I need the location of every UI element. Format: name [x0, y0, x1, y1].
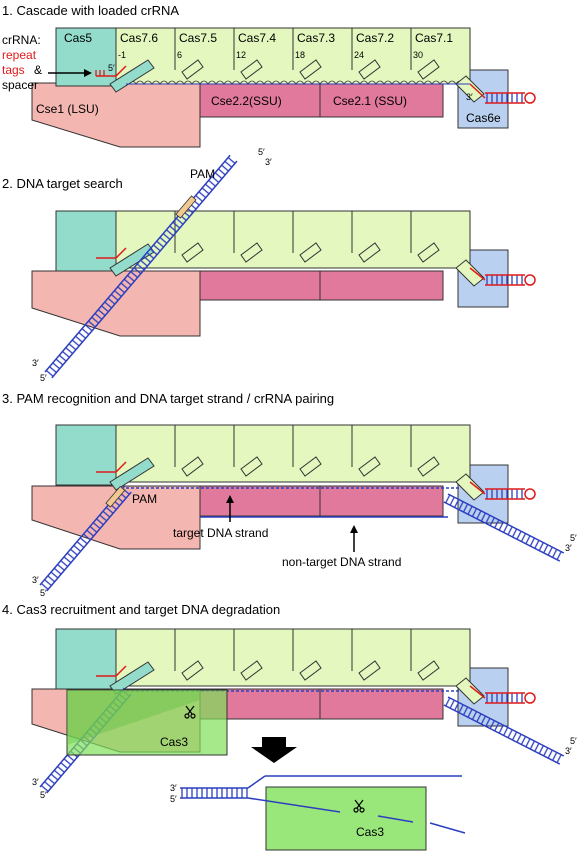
- cas7-thumbs: [181, 242, 485, 287]
- ssu-1-label: Cse2.1 (SSU): [333, 94, 407, 108]
- pam-label: PAM: [132, 492, 157, 506]
- ssu-2-protein: [199, 485, 321, 517]
- position-label: 30: [413, 50, 423, 60]
- crrna-label: crRNA:: [2, 33, 41, 47]
- ssu-2-label: Cse2.2(SSU): [211, 94, 282, 108]
- five-prime-label: 5′: [108, 63, 115, 73]
- cas7-backbone: [115, 628, 471, 687]
- cas7-thumbs: [181, 456, 485, 501]
- cas5-protein: [55, 628, 117, 690]
- panel-3-heading: 3. PAM recognition and DNA target strand…: [2, 391, 334, 406]
- cas5-arm: [109, 59, 155, 93]
- cas3-shadow: [67, 690, 200, 745]
- cas7-2-label: Cas7.2: [356, 31, 394, 45]
- five-prime-label: 5′: [570, 533, 577, 543]
- tags-label: tags: [2, 63, 25, 77]
- five-prime-label: 5′: [258, 147, 265, 157]
- cas7-backbone: [115, 27, 473, 85]
- target-dna-strand: [126, 487, 460, 518]
- five-prime-label: 5′: [570, 736, 577, 746]
- three-prime-label: 3′: [565, 543, 572, 553]
- panel-1: 1. Cascade with loaded crRNA Cse1 (LSU) …: [2, 3, 536, 148]
- position-label: 24: [354, 50, 364, 60]
- ssu-2-protein: [199, 82, 321, 118]
- nontarget-strand-label: non-target DNA strand: [282, 555, 401, 569]
- target-strand-label: target DNA strand: [173, 526, 268, 540]
- amp-label: &: [34, 63, 42, 77]
- cas5-label: Cas5: [64, 31, 92, 45]
- target-arrowhead: [226, 495, 234, 503]
- position-label: 12: [236, 50, 246, 60]
- crrna-strand: [96, 461, 536, 500]
- panel-3: 3. PAM recognition and DNA target strand…: [2, 391, 577, 598]
- ssu-2-protein: [199, 270, 321, 301]
- spacer-label: spacer: [2, 78, 38, 92]
- cas7-backbone: [115, 424, 471, 483]
- cas6e-label: Cas6e: [466, 111, 501, 125]
- cas7-thumbs: [181, 660, 485, 705]
- dna-duplex-right: [443, 696, 565, 765]
- cas7-5-label: Cas7.5: [179, 31, 217, 45]
- cas7-thumbs: [181, 59, 485, 103]
- five-prime-label: 5′: [40, 790, 47, 800]
- panel-1-heading: 1. Cascade with loaded crRNA: [2, 3, 179, 18]
- cas3-protein: [66, 689, 228, 756]
- ssu-1-protein: [319, 82, 444, 118]
- position-label: -1: [118, 50, 126, 60]
- cas3-detail-label: Cas3: [356, 825, 384, 839]
- five-prime-label: 5′: [40, 588, 47, 598]
- ssu-1-protein: [319, 270, 444, 301]
- three-prime-label: 3′: [265, 157, 272, 167]
- three-prime-label: 3′: [32, 358, 39, 368]
- lsu-protein: [31, 485, 201, 550]
- lsu-label: Cse1 (LSU): [36, 102, 99, 116]
- cas7-4-label: Cas7.4: [238, 31, 276, 45]
- panel-4: 4. Cas3 recruitment and target DNA degra…: [2, 602, 577, 851]
- pam-label: PAM: [190, 167, 215, 181]
- ssu-1-protein: [319, 485, 444, 517]
- cas7-3-label: Cas7.3: [297, 31, 335, 45]
- pointer-arrowhead: [84, 69, 92, 77]
- cas5-protein: [55, 210, 117, 272]
- three-prime-label: 3′: [170, 783, 177, 793]
- panel-2-heading: 2. DNA target search: [2, 176, 123, 191]
- three-prime-label: 3′: [32, 575, 39, 585]
- cas5-protein: [55, 424, 117, 486]
- five-prime-label: 5′: [170, 794, 177, 804]
- panel-4-heading: 4. Cas3 recruitment and target DNA degra…: [2, 602, 280, 617]
- three-prime-label: 3′: [32, 777, 39, 787]
- ssu-1-protein: [319, 688, 444, 720]
- repeat-label: repeat: [2, 48, 37, 62]
- nontarget-arrowhead: [350, 525, 358, 533]
- three-prime-label: 3′: [565, 746, 572, 756]
- three-prime-label: 3′: [466, 92, 473, 102]
- panel-2: 2. DNA target search: [2, 147, 536, 383]
- cas7-6-label: Cas7.6: [120, 31, 158, 45]
- dna-duplex-left: [39, 485, 132, 592]
- position-label: 18: [295, 50, 305, 60]
- five-prime-label: 5′: [40, 373, 47, 383]
- dna-duplex-right: [443, 493, 565, 562]
- crrna-strand: [96, 247, 536, 286]
- cas7-1-label: Cas7.1: [415, 31, 453, 45]
- scissors-icon: [184, 705, 196, 719]
- degradation-detail: [180, 775, 466, 851]
- cas5-arm: [109, 457, 155, 491]
- cas3-label: Cas3: [160, 735, 188, 749]
- scissors-icon: [353, 799, 365, 813]
- position-label: 6: [177, 50, 182, 60]
- dna-duplex: [44, 154, 238, 379]
- crrna-strand: [95, 65, 536, 104]
- down-arrow: [251, 737, 297, 763]
